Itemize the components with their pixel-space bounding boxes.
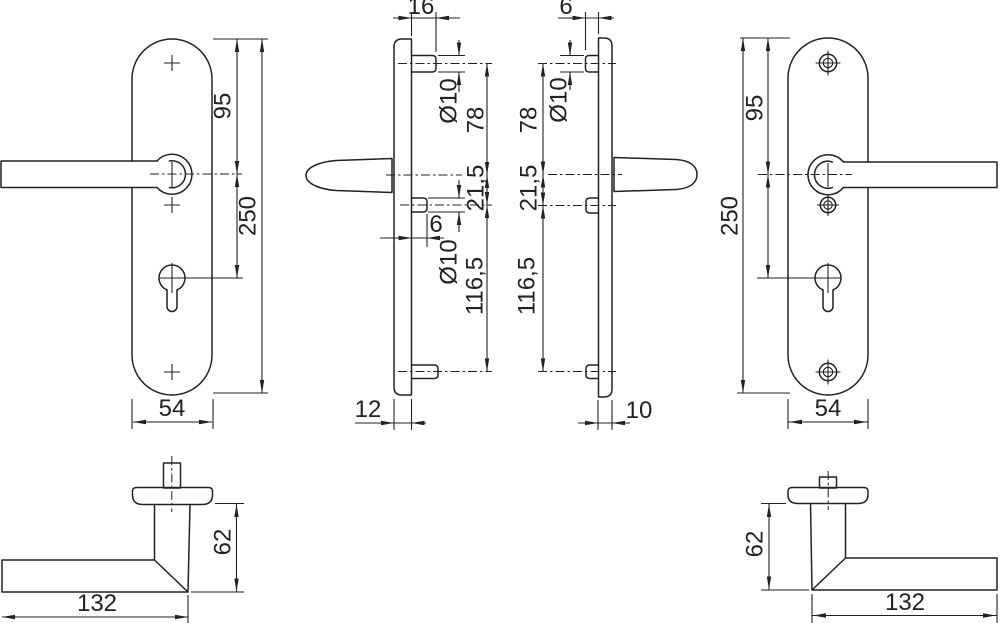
- dim-plate-height-label: 250: [234, 196, 261, 236]
- dim-top-to-handle-label: 95: [209, 93, 236, 120]
- dim-projection-label: 62: [209, 529, 236, 556]
- plate-profile: [597, 37, 613, 398]
- handle-grip-outline: [1, 503, 191, 593]
- rose-flange: [131, 486, 214, 506]
- centerlines: [386, 63, 492, 372]
- dim-cylinder-boss-diameter-label: Ø10: [435, 239, 462, 284]
- dimensions-front-left: 95 250 54: [131, 38, 268, 429]
- dim-boss-projection-label: 6: [559, 0, 572, 20]
- dim-plate-height-label: 250: [716, 196, 743, 236]
- dimensions-handle-right: 62 132: [741, 502, 998, 623]
- dim-grip-length-label: 132: [885, 589, 925, 616]
- keyhole: [158, 263, 243, 313]
- dimensions-side-left: 16 Ø10 78 21,5 6 Ø10 116,5 12: [355, 0, 489, 430]
- dim-boss-to-handle-label: 78: [515, 107, 542, 134]
- dim-boss-to-handle-label: 78: [462, 107, 489, 134]
- figure-handle-right: 62 132: [741, 471, 998, 623]
- dim-cylinder-boss-projection-label: 6: [429, 211, 442, 238]
- figure-side-left: 16 Ø10 78 21,5 6 Ø10 116,5 12: [305, 0, 492, 430]
- dim-cylinder-to-bottom-label: 116,5: [461, 257, 488, 315]
- screw-head-bottom: [815, 359, 841, 385]
- dim-plate-thickness-label: 10: [626, 397, 653, 424]
- rose-flange: [787, 486, 869, 505]
- dim-cylinder-to-bottom-label: 116,5: [513, 257, 540, 315]
- screw-head-middle: [817, 194, 839, 216]
- dim-grip-length-label: 132: [77, 590, 117, 617]
- dim-top-to-handle-label: 95: [741, 95, 768, 122]
- dim-handle-to-cylinder-label: 21,5: [515, 165, 542, 212]
- dim-plate-width-label: 54: [815, 395, 842, 422]
- dim-boss-diameter-label: Ø10: [435, 78, 462, 123]
- cylinder-fixing-boss: [410, 197, 428, 213]
- handle-grip-profile: [305, 157, 393, 194]
- handle-grip-profile: [613, 156, 698, 193]
- dim-boss-diameter-label: Ø10: [545, 77, 572, 122]
- screw-head-top: [815, 50, 841, 76]
- figure-handle-left: 62 132: [1, 456, 244, 623]
- lever-handle: [842, 161, 998, 189]
- handle-grip-outline: [809, 502, 998, 591]
- figure-front-right: 95 250 54: [716, 37, 998, 429]
- dimensions-side-right: 6 Ø10 78 21,5 116,5 10: [513, 0, 652, 430]
- backplate-outline: [131, 38, 213, 396]
- dim-plate-width-label: 54: [159, 395, 186, 422]
- dim-plate-thickness-label: 12: [355, 396, 382, 423]
- plate-profile: [393, 38, 413, 396]
- dimensions-front-right: 95 250 54: [716, 37, 869, 429]
- lever-handle: [0, 160, 158, 189]
- centerlines: [538, 63, 622, 372]
- dim-handle-to-cylinder-label: 21,5: [462, 165, 489, 212]
- backplate-outline: [787, 37, 869, 396]
- dimensions-handle-left: 62 132: [2, 502, 244, 623]
- keyhole: [757, 263, 842, 313]
- dim-boss-projection-label: 16: [408, 0, 435, 20]
- screw-position-marks: [164, 55, 180, 380]
- figure-side-right: 6 Ø10 78 21,5 116,5 10: [513, 0, 698, 430]
- figure-front-left: 95 250 54: [0, 38, 268, 429]
- dim-projection-label: 62: [741, 531, 768, 558]
